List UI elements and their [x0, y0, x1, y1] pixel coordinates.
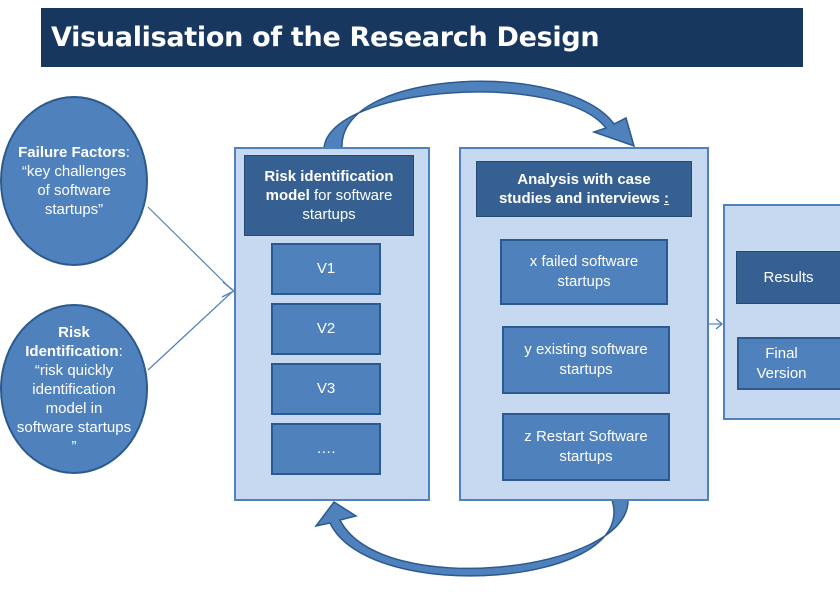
analysis-item-restart: z Restart Software startups	[502, 413, 670, 481]
failure-factors-label: Failure Factors	[18, 144, 126, 161]
risk-identification-circle: Risk Identification: “risk quickly ident…	[0, 304, 148, 474]
version-box-more: ….	[271, 423, 381, 475]
final-version-box: Final Version	[737, 337, 840, 390]
model-header-bold: Risk identification model	[264, 168, 394, 204]
version-box-v1: V1	[271, 243, 381, 295]
analysis-item-existing-text: y existing software startups	[524, 341, 648, 378]
analysis-header-colon: :	[664, 190, 670, 207]
connector-results-arrowhead	[715, 318, 724, 330]
results-box: Results	[736, 251, 840, 304]
connector-arrowhead	[221, 281, 236, 298]
analysis-header: Analysis with case studies and interview…	[476, 161, 692, 217]
version-box-v2: V2	[271, 303, 381, 355]
risk-identification-text: : “risk quickly identification model in …	[16, 342, 132, 455]
final-version-text: Final Version	[756, 344, 807, 382]
analysis-item-restart-text: z Restart Software startups	[524, 428, 648, 465]
failure-factors-circle: Failure Factors: “key challenges of soft…	[0, 96, 148, 266]
version-box-v3: V3	[271, 363, 381, 415]
risk-identification-label: Risk Identification	[25, 323, 119, 360]
analysis-item-failed: x failed software startups	[500, 239, 668, 305]
failure-factors-text: : “key challenges of software startups”	[21, 144, 130, 218]
connector-risk-to-model	[147, 291, 233, 371]
model-header-rest: for software startups	[302, 187, 393, 223]
top-curved-arrow	[323, 80, 636, 149]
page-title: Visualisation of the Research Design	[41, 8, 803, 67]
connector-failure-to-model	[147, 206, 233, 291]
model-header: Risk identification model for software s…	[244, 155, 414, 236]
bottom-curved-arrow	[314, 499, 629, 577]
analysis-item-existing: y existing software startups	[502, 326, 670, 394]
analysis-header-text: Analysis with case studies and interview…	[498, 171, 665, 207]
analysis-item-failed-text: x failed software startups	[529, 253, 639, 290]
